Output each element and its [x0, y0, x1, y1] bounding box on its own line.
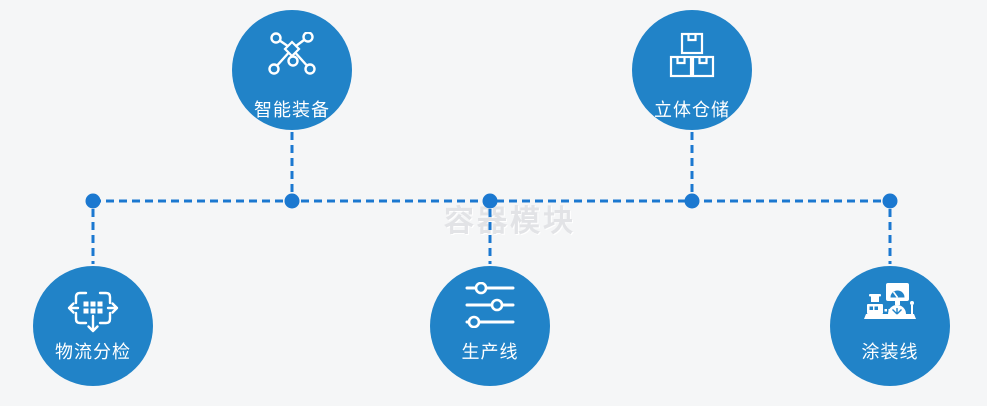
- node-label: 立体仓储: [654, 100, 730, 120]
- node-painting-line: 涂装线: [830, 266, 950, 386]
- node-smart-equipment: 智能装备: [232, 10, 352, 130]
- node-label: 智能装备: [254, 100, 330, 120]
- node-stereo-warehouse: 立体仓储: [632, 10, 752, 130]
- node-logistics-sorting: 物流分检: [33, 266, 153, 386]
- stacked-boxes-icon: [632, 32, 752, 78]
- watermark-text: 容器模块: [444, 205, 576, 238]
- sliders-icon: [430, 282, 550, 328]
- sort-distribute-icon: [33, 282, 153, 336]
- node-label: 涂装线: [861, 342, 919, 362]
- node-label: 生产线: [461, 342, 519, 362]
- node-label: 物流分检: [55, 342, 131, 362]
- network-nodes-icon: [232, 32, 352, 76]
- node-production-line: 生产线: [430, 266, 550, 386]
- coating-machine-icon: [830, 282, 950, 322]
